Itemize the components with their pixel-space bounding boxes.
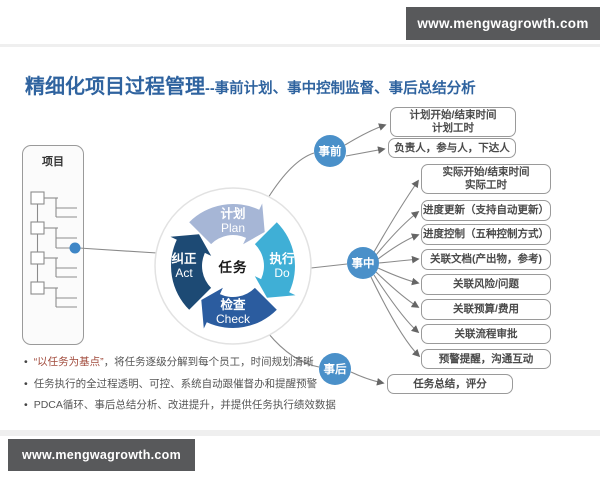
slide-top-edge xyxy=(0,44,600,47)
page-title: 精细化项目过程管理--事前计划、事中控制监督、事后总结分析 xyxy=(25,70,476,99)
detail-box: 任务总结，评分 xyxy=(387,374,513,394)
pdca-label-act: 纠正 Act xyxy=(171,252,197,280)
site-watermark-top: www.mengwagrowth.com xyxy=(406,7,600,40)
feature-bullets: • “以任务为基点”，将任务逐级分解到每个员工，时间规划清晰 • 任务执行的全过… xyxy=(24,356,364,421)
site-url: www.mengwagrowth.com xyxy=(21,448,182,462)
detail-box: 计划开始/结束时间 计划工时 xyxy=(390,107,516,137)
detail-box: 进度控制（五种控制方式） xyxy=(421,224,551,245)
pdca-label-check: 检查 Check xyxy=(215,298,251,326)
pdca-label-do: 执行 Do xyxy=(269,252,295,280)
pdca-wheel-segments xyxy=(170,203,296,329)
site-url: www.mengwagrowth.com xyxy=(417,16,589,31)
project-panel-label: 项目 xyxy=(42,156,64,168)
stage-node-during: 事中 xyxy=(351,258,375,270)
bullet-marker: • xyxy=(24,399,28,411)
pdca-center-label: 任务 xyxy=(218,260,248,275)
title-main: 精细化项目过程管理 xyxy=(25,76,205,98)
detail-box: 实际开始/结束时间 实际工时 xyxy=(421,164,551,194)
bullet-highlight: “以任务为基点” xyxy=(33,356,104,368)
title-sub: --事前计划、事中控制监督、事后总结分析 xyxy=(205,81,476,97)
tree-link-dot xyxy=(69,242,81,254)
detail-box: 关联风险/问题 xyxy=(421,274,551,295)
detail-box: 负责人，参与人，下达人 xyxy=(388,138,516,158)
stage-node-after: 事后 xyxy=(323,364,347,376)
stage-nodes xyxy=(314,135,379,385)
detail-box: 关联文档(产出物，参考) xyxy=(421,249,551,270)
stage-node-before: 事前 xyxy=(318,146,342,158)
bullet-item: • “以任务为基点”，将任务逐级分解到每个员工，时间规划清晰 xyxy=(24,356,314,368)
bullet-marker: • xyxy=(24,377,28,390)
detail-box: 预警提醒，沟通互动 xyxy=(421,349,551,369)
bullet-marker: • xyxy=(24,356,28,368)
pdca-label-plan: 计划 Plan xyxy=(220,207,246,235)
bullet-item: • 任务执行的全过程透明、可控、系统自动跟催督办和提醒预警 xyxy=(24,377,318,390)
connector-lines xyxy=(78,123,421,386)
slide-bottom-edge xyxy=(0,430,600,436)
detail-box: 关联预算/费用 xyxy=(421,299,551,320)
bullet-item: • PDCA循环、事后总结分析、改进提升，并提供任务执行绩效数据 xyxy=(24,399,336,411)
site-watermark-bottom: www.mengwagrowth.com xyxy=(8,439,195,471)
detail-box: 关联流程审批 xyxy=(421,324,551,344)
detail-box: 进度更新（支持自动更新） xyxy=(421,200,551,221)
wbs-tree-icon xyxy=(30,191,77,308)
